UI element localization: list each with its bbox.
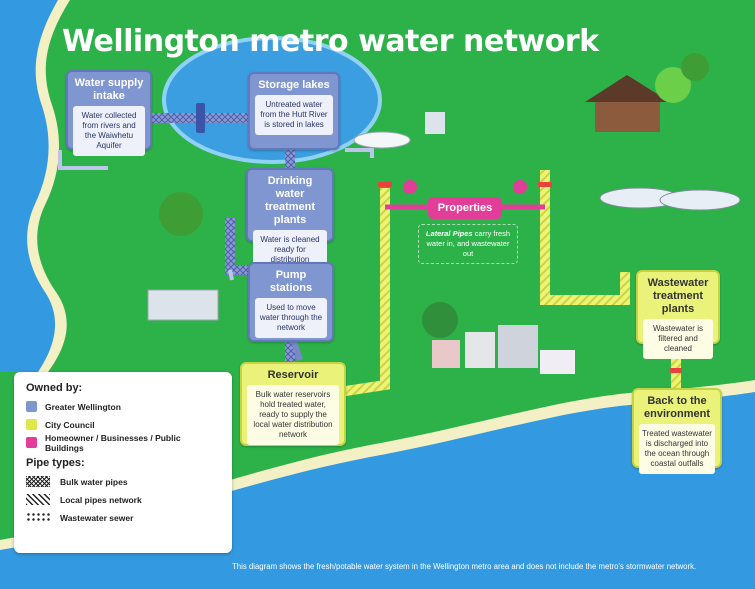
wastewater-title: Wastewater treatment plants (647, 277, 709, 315)
legend-pipes-heading: Pipe types: (26, 457, 85, 469)
legend-pipe-row: Wastewater sewer (26, 510, 220, 525)
wastewater-desc: Wastewater is filtered and cleaned (643, 319, 713, 359)
pipe-label: Wastewater sewer (60, 512, 134, 523)
environment-desc: Treated wastewater is discharged into th… (639, 424, 715, 474)
storage-lakes-card: Storage lakes Untreated water from the H… (248, 72, 340, 150)
properties-label: Properties (428, 197, 502, 219)
legend-owner-row: Homeowner / Businesses / Public Building… (26, 432, 220, 453)
environment-card: Back to the environment Treated wastewat… (632, 388, 722, 474)
lateral-pipes-term: Lateral Pipes (425, 229, 473, 238)
owner-swatch (26, 437, 37, 448)
lakes-desc: Untreated water from the Hutt River is s… (255, 95, 333, 135)
water-supply-intake-card: Water supply intake Water collected from… (66, 70, 152, 156)
pump-desc: Used to move water through the network (255, 298, 327, 338)
legend-owner-row: City Council (26, 417, 220, 432)
pipe-connectors (58, 148, 374, 281)
treatment-title: Drinking water treatment plants (264, 175, 316, 226)
river-water (0, 0, 58, 372)
legend-owned-heading: Owned by: (26, 382, 83, 394)
intake-title: Water supply intake (74, 77, 144, 102)
pump-stations-card: Pump stations Used to move water through… (248, 262, 334, 342)
legend-owner-row: Greater Wellington (26, 399, 220, 414)
owner-label: Greater Wellington (45, 401, 121, 412)
sewer-swatch (26, 512, 50, 523)
pipe-valve (196, 103, 205, 133)
owner-swatch (26, 419, 37, 430)
reservoir-tank (147, 289, 219, 321)
lateral-pipes-text: carry fresh water in, and wastewater out (426, 229, 511, 258)
owner-label: Homeowner / Businesses / Public Building… (45, 432, 181, 453)
lakes-title: Storage lakes (258, 79, 330, 91)
local-pipe-swatch (26, 494, 50, 505)
pipe-label: Bulk water pipes (60, 476, 128, 487)
lateral-pipes-note: Lateral Pipes carry fresh water in, and … (418, 224, 518, 264)
page-title: Wellington metro water network (62, 24, 599, 59)
reservoir-card: Reservoir Bulk water reservoirs hold tre… (240, 362, 346, 446)
house (585, 75, 670, 132)
reservoir-title: Reservoir (267, 369, 319, 381)
treatment-plants-card: Drinking water treatment plants Water is… (246, 168, 334, 270)
legend-pipe-row: Local pipes network (26, 492, 220, 507)
footnote: This diagram shows the fresh/potable wat… (232, 562, 697, 571)
pump-title: Pump stations (269, 269, 313, 294)
property-taps (403, 180, 527, 194)
owner-label: City Council (45, 419, 95, 430)
intake-desc: Water collected from rivers and the Waiw… (73, 106, 145, 156)
owner-swatch (26, 401, 37, 412)
bulk-pipe-swatch (26, 476, 50, 487)
pipe-label: Local pipes network (60, 494, 142, 505)
house-cluster (432, 325, 575, 374)
legend-pipe-row: Bulk water pipes (26, 474, 220, 489)
wastewater-plants-card: Wastewater treatment plants Wastewater i… (636, 270, 720, 359)
valve-markers (378, 182, 682, 373)
environment-title: Back to the environment (643, 395, 710, 420)
trees (159, 53, 709, 338)
reservoir-desc: Bulk water reservoirs hold treated water… (247, 385, 339, 445)
legend-panel: Owned by: Greater Wellington City Counci… (14, 372, 232, 553)
treatment-tanks (353, 112, 741, 211)
